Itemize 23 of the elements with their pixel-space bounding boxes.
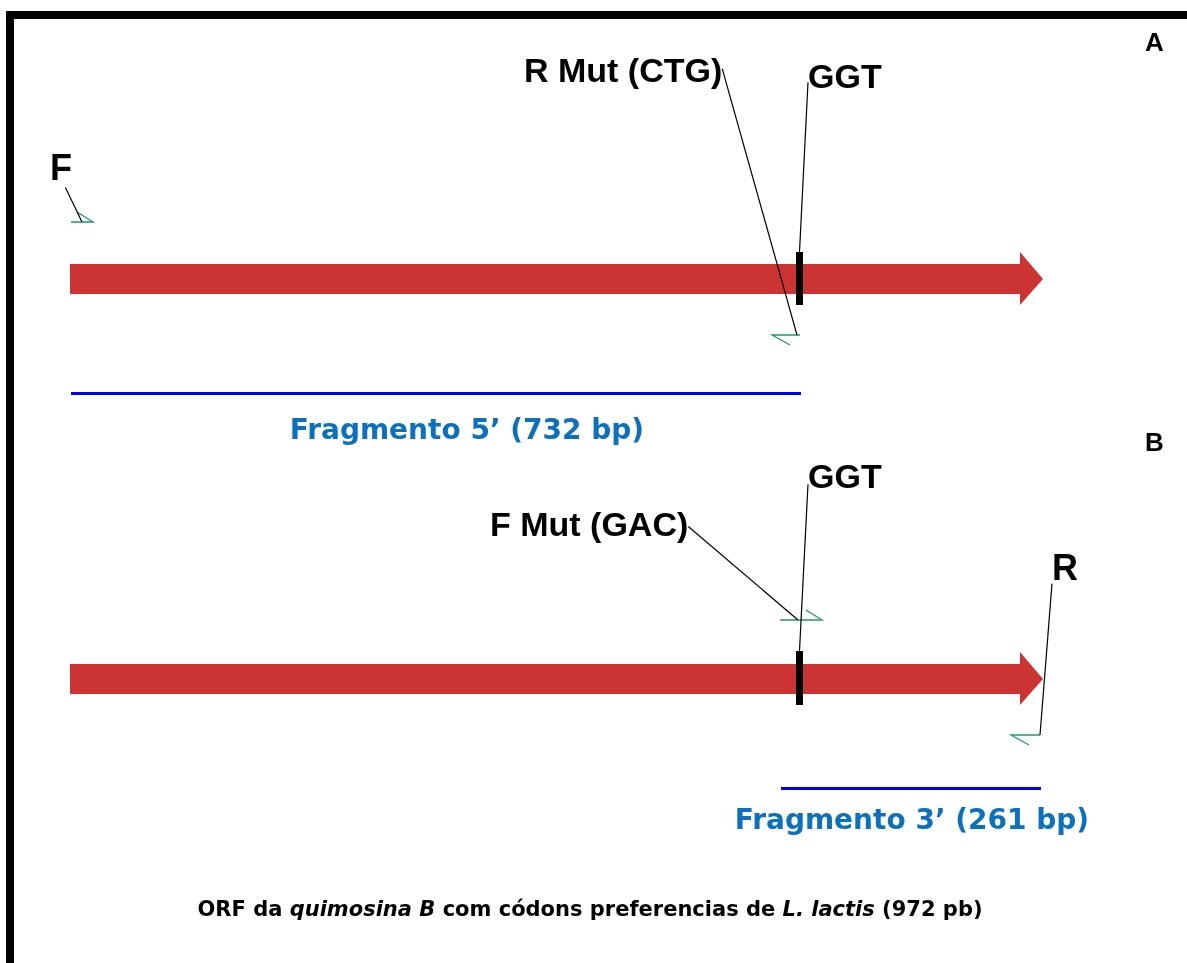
leader-line	[64, 187, 83, 223]
leader-line	[798, 81, 809, 253]
leader-line	[721, 68, 798, 336]
primer-label: GGT	[808, 458, 882, 496]
primer-label: R Mut (CTG)	[524, 52, 723, 90]
primer-label: GGT	[808, 58, 882, 96]
primer-label: F Mut (GAC)	[490, 506, 689, 544]
primer-label: F	[50, 148, 72, 188]
primer-mark	[70, 211, 96, 223]
primer-label: R	[1052, 548, 1078, 588]
panel-label: A	[1145, 28, 1164, 57]
fragment-label: Fragmento 3’ (261 bp)	[734, 803, 1090, 836]
leader-line	[687, 525, 799, 621]
primer-mark	[779, 609, 825, 621]
primer-mark	[1008, 734, 1041, 746]
primer-mark	[769, 334, 801, 346]
leader-line	[798, 483, 809, 652]
site-mark	[796, 252, 803, 305]
caption: ORF da quimosina B com códons preferencias de L. lactis (972 pb)	[197, 897, 983, 921]
fragment-label: Fragmento 5’ (732 bp)	[289, 413, 645, 446]
leader-line	[1039, 583, 1053, 736]
site-mark	[796, 651, 803, 705]
panel-label: B	[1145, 428, 1164, 457]
